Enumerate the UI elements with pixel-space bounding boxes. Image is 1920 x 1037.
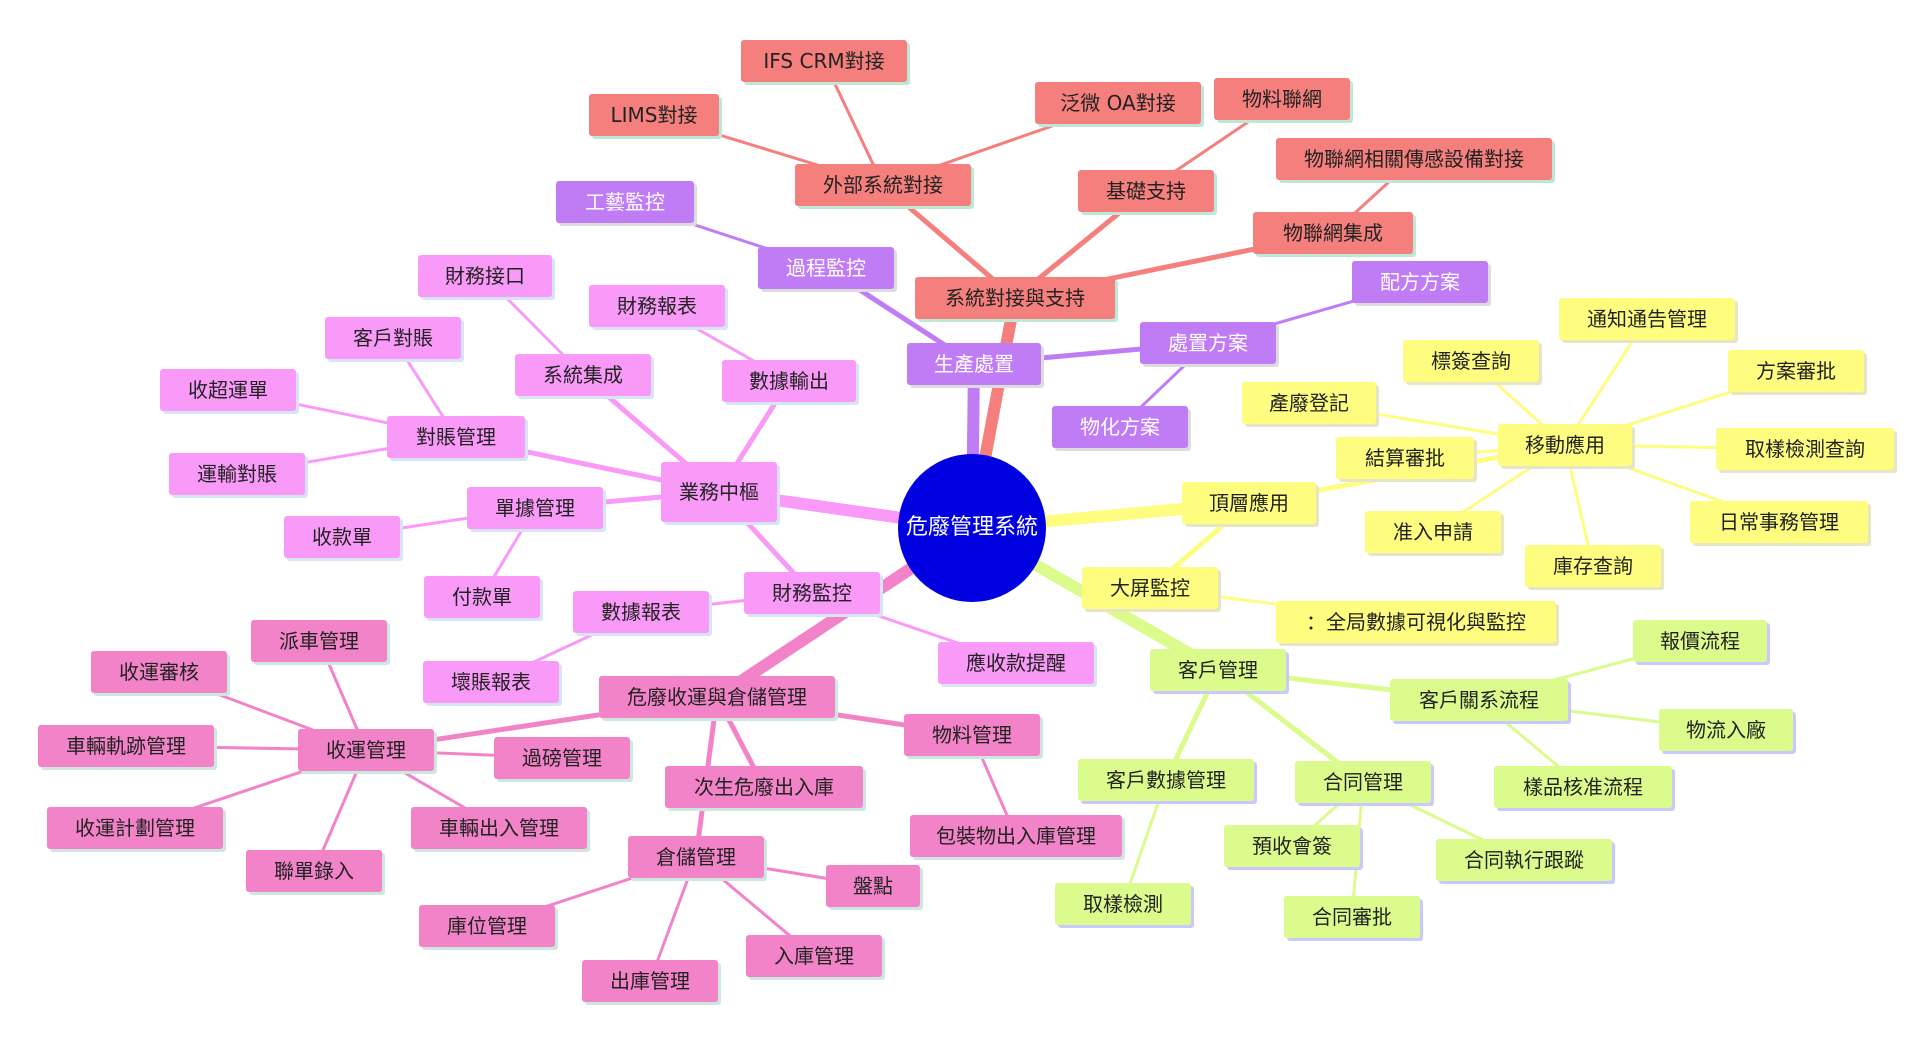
node-biz[interactable]: 業務中樞 xyxy=(661,462,777,522)
node-sampleflow[interactable]: 樣品核准流程 xyxy=(1494,766,1672,808)
node-dispatch[interactable]: 派車管理 xyxy=(251,620,387,662)
node-outbound[interactable]: 出庫管理 xyxy=(582,960,718,1002)
node-disp[interactable]: 處置方案 xyxy=(1140,322,1276,364)
node-audit[interactable]: 收運審核 xyxy=(91,651,227,693)
node-form[interactable]: 聯單錄入 xyxy=(246,850,382,892)
node-track[interactable]: 車輛軌跡管理 xyxy=(38,725,214,767)
node-transrecon[interactable]: 運輸對賬 xyxy=(169,453,305,495)
node-iot[interactable]: 物聯網集成 xyxy=(1253,212,1413,254)
node-oa[interactable]: 泛微 OA對接 xyxy=(1035,82,1201,124)
node-admit[interactable]: 准入申請 xyxy=(1365,511,1501,553)
node-weigh[interactable]: 過磅管理 xyxy=(494,737,630,779)
node-screen[interactable]: 大屏監控 xyxy=(1082,567,1218,609)
node-planapp[interactable]: 方案審批 xyxy=(1728,350,1864,392)
node-matnet[interactable]: 物料聯網 xyxy=(1214,78,1350,120)
node-vehio[interactable]: 車輛出入管理 xyxy=(411,807,587,849)
node-dataout[interactable]: 數據輸出 xyxy=(722,360,856,402)
node-gen[interactable]: 產廢登記 xyxy=(1242,382,1376,424)
node-datarep[interactable]: 數據報表 xyxy=(573,591,709,633)
node-finif[interactable]: 財務接口 xyxy=(418,255,552,297)
node-finrep[interactable]: 財務報表 xyxy=(589,285,725,327)
node-payment[interactable]: 付款單 xyxy=(424,576,540,618)
node-capprove[interactable]: 合同審批 xyxy=(1284,896,1420,938)
node-custdata[interactable]: 客戶數據管理 xyxy=(1078,759,1254,801)
node-loc[interactable]: 庫位管理 xyxy=(419,905,555,947)
node-plan[interactable]: 收運計劃管理 xyxy=(47,807,223,849)
root-node[interactable]: 危廢管理系統 xyxy=(898,454,1046,602)
node-chem[interactable]: 物化方案 xyxy=(1052,406,1188,448)
node-cust[interactable]: 客戶管理 xyxy=(1150,649,1286,691)
node-receipt[interactable]: 收款單 xyxy=(284,516,400,558)
node-ifs[interactable]: IFS CRM對接 xyxy=(741,40,907,82)
node-secondary[interactable]: 次生危廢出入庫 xyxy=(665,766,863,808)
node-quote[interactable]: 報價流程 xyxy=(1633,620,1767,662)
node-inv[interactable]: 盤點 xyxy=(826,865,920,907)
node-dispplan[interactable]: 配方方案 xyxy=(1352,261,1488,303)
node-top[interactable]: 頂層應用 xyxy=(1182,482,1316,524)
node-sysint[interactable]: 系統集成 xyxy=(515,354,651,396)
node-recon[interactable]: 對賬管理 xyxy=(387,416,525,458)
node-presign[interactable]: 預收會簽 xyxy=(1224,825,1360,867)
node-sample[interactable]: 取樣檢測查詢 xyxy=(1716,428,1894,470)
node-inbound[interactable]: 入庫管理 xyxy=(746,935,882,977)
node-matmgmt[interactable]: 物料管理 xyxy=(904,714,1040,756)
node-sampletest[interactable]: 取樣檢測 xyxy=(1055,883,1191,925)
node-mobile[interactable]: 移動應用 xyxy=(1498,424,1632,466)
node-base[interactable]: 基礎支持 xyxy=(1078,170,1214,212)
node-contract[interactable]: 合同管理 xyxy=(1295,761,1431,803)
node-arremind[interactable]: 應收款提醒 xyxy=(938,642,1094,684)
node-lims[interactable]: LIMS對接 xyxy=(589,94,719,136)
node-overship[interactable]: 收超運單 xyxy=(160,369,296,411)
node-crm[interactable]: 客戶關系流程 xyxy=(1390,679,1568,721)
node-wh[interactable]: 倉儲管理 xyxy=(628,836,764,878)
node-notice[interactable]: 通知通告管理 xyxy=(1559,298,1735,340)
node-stock[interactable]: 庫存查詢 xyxy=(1525,545,1661,587)
node-collect[interactable]: 收運管理 xyxy=(298,729,434,771)
node-hw[interactable]: 危廢收運與倉儲管理 xyxy=(599,676,835,718)
node-proc[interactable]: 過程監控 xyxy=(758,247,894,289)
node-exec[interactable]: 合同執行跟蹤 xyxy=(1436,839,1612,881)
node-prod[interactable]: 生產處置 xyxy=(907,343,1041,385)
node-custrecon[interactable]: 客戶對賬 xyxy=(325,317,461,359)
node-craft[interactable]: 工藝監控 xyxy=(556,181,694,223)
node-settle[interactable]: 結算審批 xyxy=(1336,437,1474,479)
node-screendesc[interactable]: ：全局數據可視化與監控 xyxy=(1276,601,1556,643)
node-label[interactable]: 標簽查詢 xyxy=(1403,340,1539,382)
node-login[interactable]: 物流入廠 xyxy=(1659,709,1793,751)
node-iotdev[interactable]: 物聯網相關傳感設備對接 xyxy=(1276,138,1552,180)
node-badrep[interactable]: 壞賬報表 xyxy=(423,661,559,703)
node-ext[interactable]: 外部系統對接 xyxy=(795,164,971,206)
node-daily[interactable]: 日常事務管理 xyxy=(1690,501,1868,543)
node-pack[interactable]: 包裝物出入庫管理 xyxy=(910,815,1122,857)
node-docmgmt[interactable]: 單據管理 xyxy=(467,487,603,529)
node-finmon[interactable]: 財務監控 xyxy=(744,572,880,614)
node-sys[interactable]: 系統對接與支持 xyxy=(915,277,1115,319)
